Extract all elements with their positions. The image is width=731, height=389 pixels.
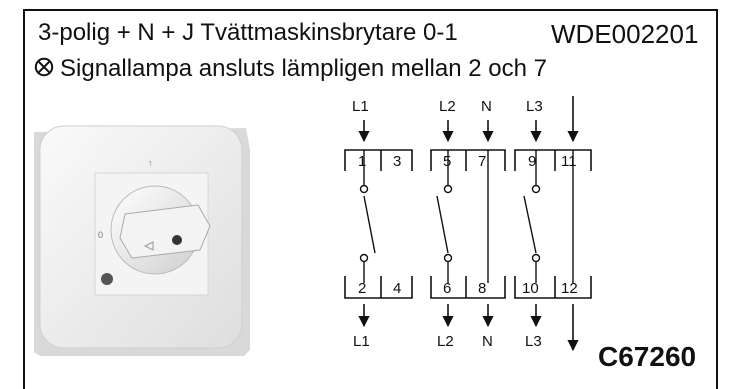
terminal-7: 7 xyxy=(478,153,486,170)
terminal-5: 5 xyxy=(443,153,451,170)
position-1-mark: ↑ xyxy=(148,158,153,168)
terminal-10: 10 xyxy=(522,280,539,297)
terminal-9: 9 xyxy=(528,153,536,170)
terminal-4: 4 xyxy=(393,280,401,297)
label-bottom-L2: L2 xyxy=(437,333,454,350)
terminal-6: 6 xyxy=(443,280,451,297)
bottom-terminal-block xyxy=(344,276,592,299)
illustration-and-wiring: 0 ↑ L1 L2 N L3 1 3 5 7 9 11 xyxy=(34,96,592,356)
lamp-note: Signallampa ansluts lämpligen mellan 2 o… xyxy=(34,55,547,84)
top-terminal-block xyxy=(344,149,592,171)
terminal-2: 2 xyxy=(358,280,366,297)
label-top-L3: L3 xyxy=(526,98,543,115)
article-code: WDE002201 xyxy=(551,19,699,49)
terminal-12: 12 xyxy=(561,280,578,297)
product-code: C67260 xyxy=(598,341,697,372)
label-bottom-N: N xyxy=(482,333,493,350)
switch-device-image: 0 ↑ xyxy=(34,125,250,356)
label-top-N: N xyxy=(481,98,492,115)
terminal-3: 3 xyxy=(393,153,401,170)
label-bottom-L3: L3 xyxy=(525,333,542,350)
label-top-L1: L1 xyxy=(352,98,369,115)
product-title: 3-polig + N + J Tvättmaskinsbrytare 0-1 xyxy=(38,19,458,46)
terminal-1: 1 xyxy=(358,153,366,170)
terminal-8: 8 xyxy=(478,280,486,297)
diagram-frame xyxy=(23,9,718,389)
position-0-mark: 0 xyxy=(98,230,103,240)
lamp-cross-circle-icon xyxy=(34,56,54,84)
wiring-diagram: L1 L2 N L3 1 3 5 7 9 11 xyxy=(344,96,592,352)
label-bottom-L1: L1 xyxy=(353,333,370,350)
switch-contacts xyxy=(359,150,574,283)
terminal-11: 11 xyxy=(561,153,577,170)
lamp-note-text: Signallampa ansluts lämpligen mellan 2 o… xyxy=(60,55,547,82)
label-top-L2: L2 xyxy=(439,98,456,115)
